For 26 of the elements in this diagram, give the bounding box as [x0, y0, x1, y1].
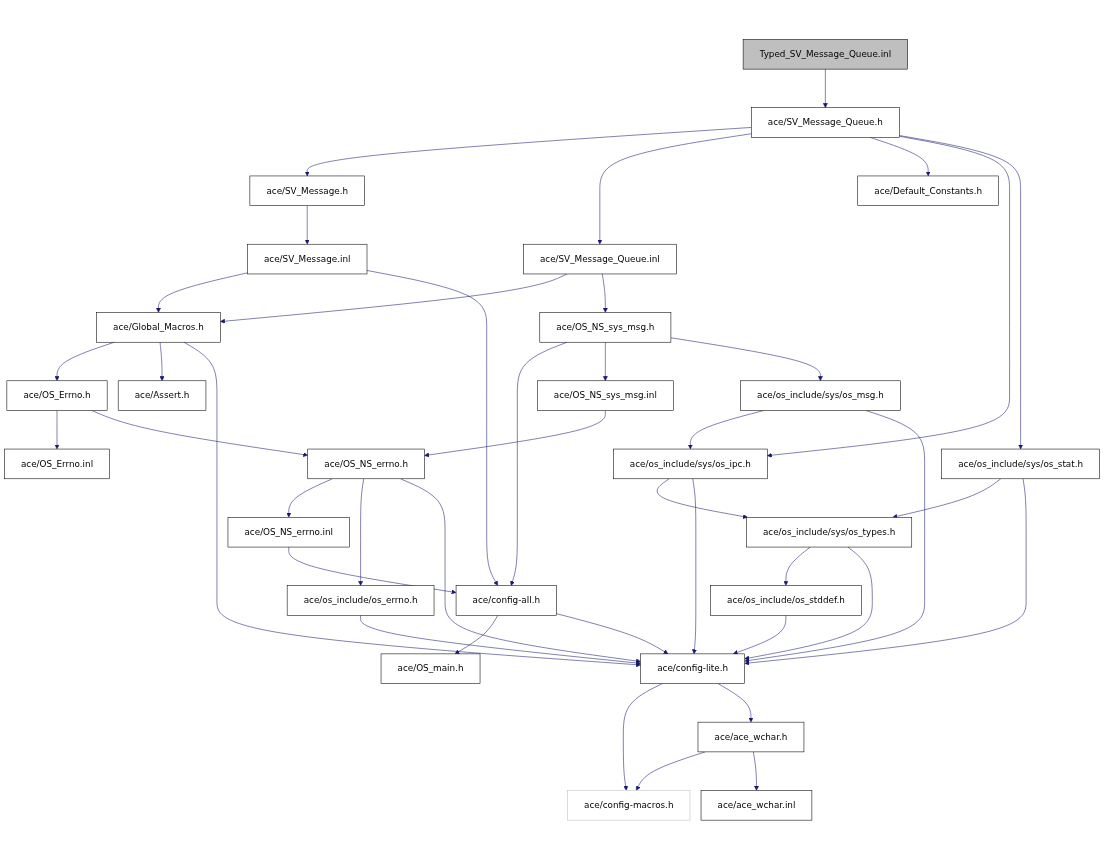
node-box: ace/os_include/sys/os_types.h	[746, 516, 913, 548]
node-box: ace/os_include/os_errno.h	[286, 585, 435, 616]
node-box: ace/SV_Message_Queue.inl	[523, 243, 677, 274]
node-box: ace/OS_Errno.h	[6, 380, 108, 411]
node-box: ace/os_include/sys/os_msg.h	[740, 380, 901, 411]
node-box: ace/OS_NS_errno.h	[307, 448, 425, 479]
node-box: ace/config-lite.h	[640, 653, 745, 684]
node-box: ace/config-all.h	[455, 585, 557, 616]
node-box: Typed_SV_Message_Queue.inl	[742, 38, 908, 70]
node-box: ace/OS_NS_sys_msg.inl	[537, 380, 674, 411]
node-box: ace/Default_Constants.h	[857, 175, 999, 206]
node-box: ace/SV_Message.inl	[247, 243, 368, 274]
node-box: ace/SV_Message.h	[249, 175, 365, 206]
node-box: ace/ace_wchar.inl	[700, 789, 813, 821]
node-box: ace/os_include/os_stddef.h	[710, 585, 862, 616]
node-box: ace/os_include/sys/os_stat.h	[941, 448, 1100, 479]
node-box: ace/config-macros.h	[567, 789, 691, 821]
node-box: ace/OS_Errno.inl	[4, 448, 110, 479]
node-box: ace/ace_wchar.h	[697, 721, 805, 752]
node-box: ace/Assert.h	[117, 380, 207, 411]
node-box: ace/SV_Message_Queue.h	[751, 107, 900, 138]
node-box: ace/os_include/sys/os_ipc.h	[613, 448, 768, 479]
node-box: ace/Global_Macros.h	[96, 311, 221, 343]
node-box: ace/OS_main.h	[380, 653, 481, 684]
node-box: ace/OS_NS_sys_msg.h	[539, 311, 672, 343]
node-box: ace/OS_NS_errno.inl	[227, 516, 350, 548]
